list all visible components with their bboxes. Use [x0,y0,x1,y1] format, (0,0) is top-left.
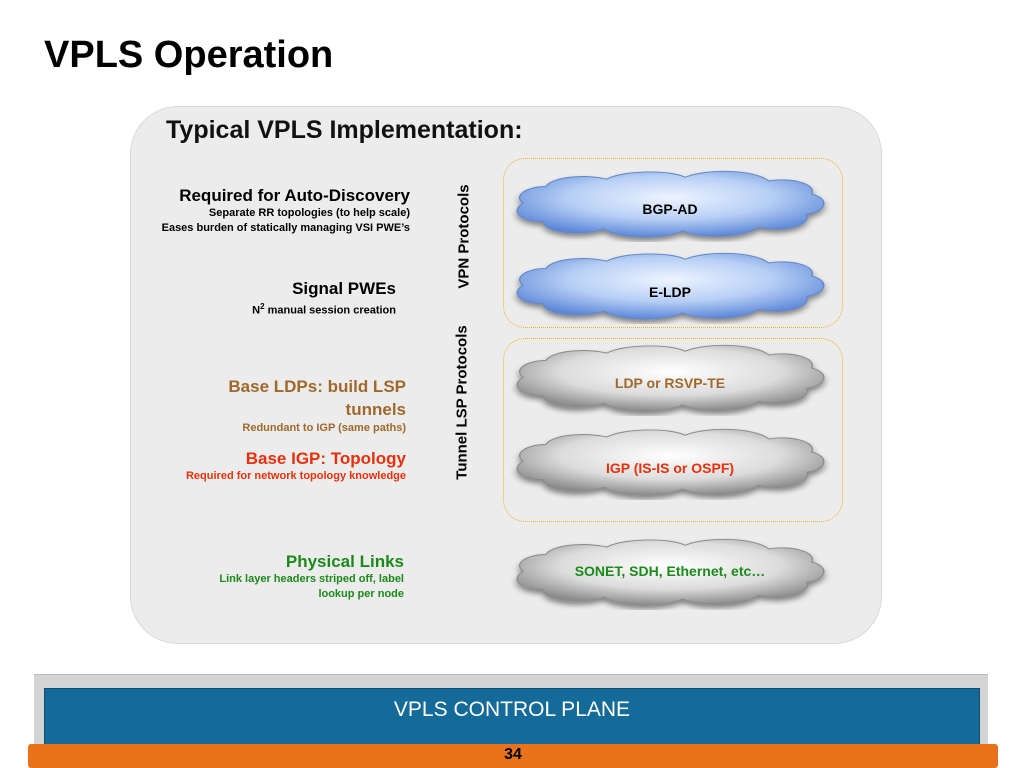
tunnel-group-box [503,338,843,522]
footer-bar: 34 [28,744,998,768]
label-sub: N2 manual session creation [252,302,396,317]
page-number: 34 [504,746,522,763]
panel-title: Typical VPLS Implementation: [166,116,523,144]
label-physical-links: Physical Links Link layer headers stripe… [219,552,404,602]
label-base-igp: Base IGP: Topology Required for network … [186,449,406,484]
label-signal-pwes: Signal PWEs N2 manual session creation [252,279,396,319]
vpn-protocols-label: VPN Protocols [455,184,473,289]
label-sub: Required for network topology knowledge [185,470,406,482]
vpn-group-box [503,158,843,328]
label-sub: Redundant to IGP (same paths) [242,422,406,434]
label-sub: Separate RR topologies (to help scale) [208,207,410,219]
cloud-label-bgp-ad: BGP-AD [642,201,698,217]
label-heading: Physical Links [285,552,404,571]
label-sub: Link layer headers striped off, label [219,573,404,585]
tunnel-lsp-protocols-label: Tunnel LSP Protocols [453,325,471,480]
cloud-label-e-ldp: E-LDP [649,284,691,300]
label-heading: Signal PWEs [292,279,396,298]
label-heading: Base IGP: Topology [245,449,406,468]
cloud-label-physical: SONET, SDH, Ethernet, etc… [574,563,766,579]
cloud-label-ldp-rsvp-te: LDP or RSVP-TE [614,375,726,391]
label-heading: Required for Auto-Discovery [179,186,410,205]
cloud-label-igp: IGP (IS-IS or OSPF) [605,460,735,476]
label-sub: Eases burden of statically managing VSI … [161,222,410,234]
slide-title: VPLS Operation [44,34,334,76]
label-sub: lookup per node [318,588,404,600]
label-auto-discovery: Required for Auto-Discovery Separate RR … [162,186,410,236]
control-plane-banner: VPLS CONTROL PLANE [44,688,980,746]
label-base-ldps: Base LDPs: build LSP tunnels Redundant t… [228,374,406,436]
label-heading: Base LDPs: build LSP [228,377,406,396]
label-heading: tunnels [345,400,406,419]
banner-text: VPLS CONTROL PLANE [393,698,631,721]
